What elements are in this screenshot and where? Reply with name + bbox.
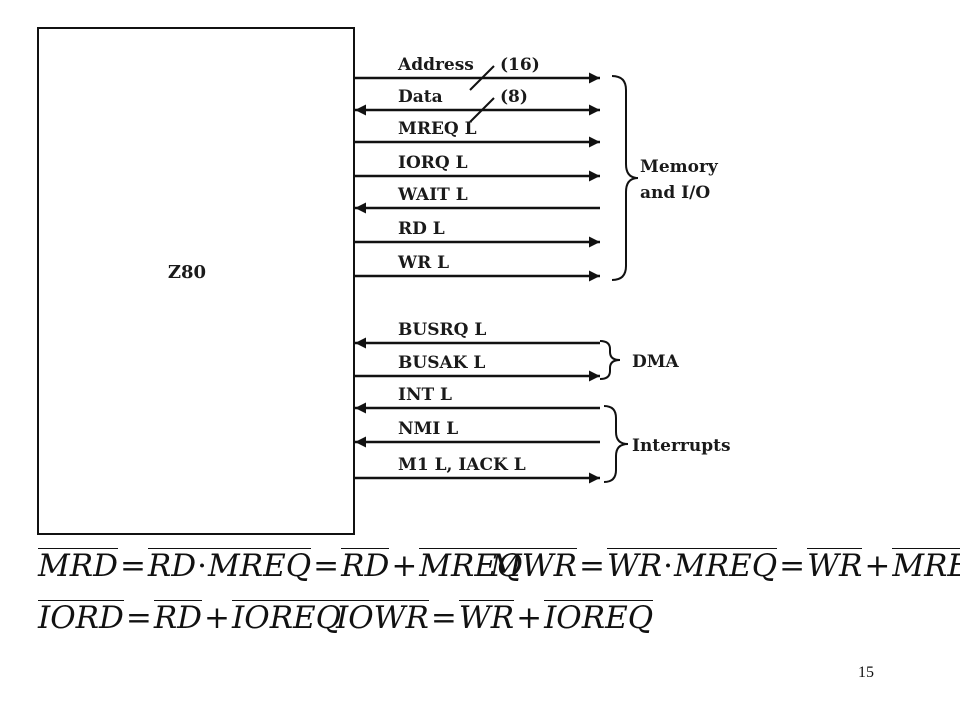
memory-io-group-label-2: and I/O (640, 183, 710, 203)
z80-chip (37, 27, 355, 535)
signal-label-wait-l: WAIT L (397, 185, 468, 205)
signal-label-m1-l-iack-l: M1 L, IACK L (398, 455, 526, 475)
mwr-term: MWR (490, 548, 577, 584)
rd-bar-term: RD (341, 548, 390, 584)
chip-label: Z80 (168, 262, 206, 283)
z80-interface-diagram: Z80 Address (16) Data (8) MREQ L IORQ L WAIT L… (37, 27, 731, 535)
signal-label-int-l: INT L (398, 385, 452, 405)
bus-width-slash-data (469, 97, 495, 123)
dma-group-label: DMA (632, 352, 680, 372)
wr-bar-term: WR (807, 548, 863, 584)
signal-label-rd-l: RD L (398, 219, 445, 239)
iord-equation: IORD=RD+IOREQ (38, 600, 342, 636)
signal-label-busrq-l: BUSRQ L (398, 320, 486, 340)
mwr-equation: MWR=WR·MREQ=WR+MREQ (490, 548, 960, 584)
iord-term: IORD (38, 600, 124, 636)
mrd-equation: MRD=RD·MREQ=RD+MREQ (38, 548, 523, 584)
rd-term: RD (147, 548, 197, 584)
memory-io-brace (611, 75, 639, 281)
page-number: 15 (858, 664, 874, 681)
mreq-bar-term-2: MREQ (892, 548, 960, 583)
signal-label-address: Address (397, 55, 474, 75)
mreq-bar-term: MREQ (419, 548, 523, 584)
iowr-term: IOWR (336, 600, 429, 636)
bus-width-label-address: (16) (500, 55, 540, 75)
signal-label-nmi-l: NMI L (398, 419, 458, 439)
memory-io-group-label: Memory (640, 157, 719, 177)
interrupts-brace (603, 405, 629, 483)
iowr-equation: IOWR=WR+IOREQ (336, 600, 654, 636)
rd-bar-term-2: RD (153, 600, 203, 636)
wr-term: WR (606, 548, 663, 584)
mrd-term: MRD (38, 548, 118, 584)
interrupts-group-label: Interrupts (632, 436, 731, 456)
mreq-term-2: MREQ (674, 548, 778, 584)
wr-bar-term-2: WR (458, 600, 515, 636)
dma-brace (599, 340, 621, 380)
bus-width-slash-address (469, 65, 495, 91)
signal-label-iorq-l: IORQ L (398, 153, 468, 173)
signal-label-busak-l: BUSAK L (398, 353, 485, 373)
signal-label-data: Data (398, 87, 443, 107)
signal-label-wr-l: WR L (397, 253, 449, 273)
bus-width-label-data: (8) (500, 87, 528, 107)
ioreq-bar-term-2: IOREQ (544, 600, 654, 636)
mreq-term: MREQ (207, 548, 312, 584)
signal-label-mreq-l: MREQ L (398, 119, 477, 139)
ioreq-bar-term: IOREQ (232, 600, 342, 636)
